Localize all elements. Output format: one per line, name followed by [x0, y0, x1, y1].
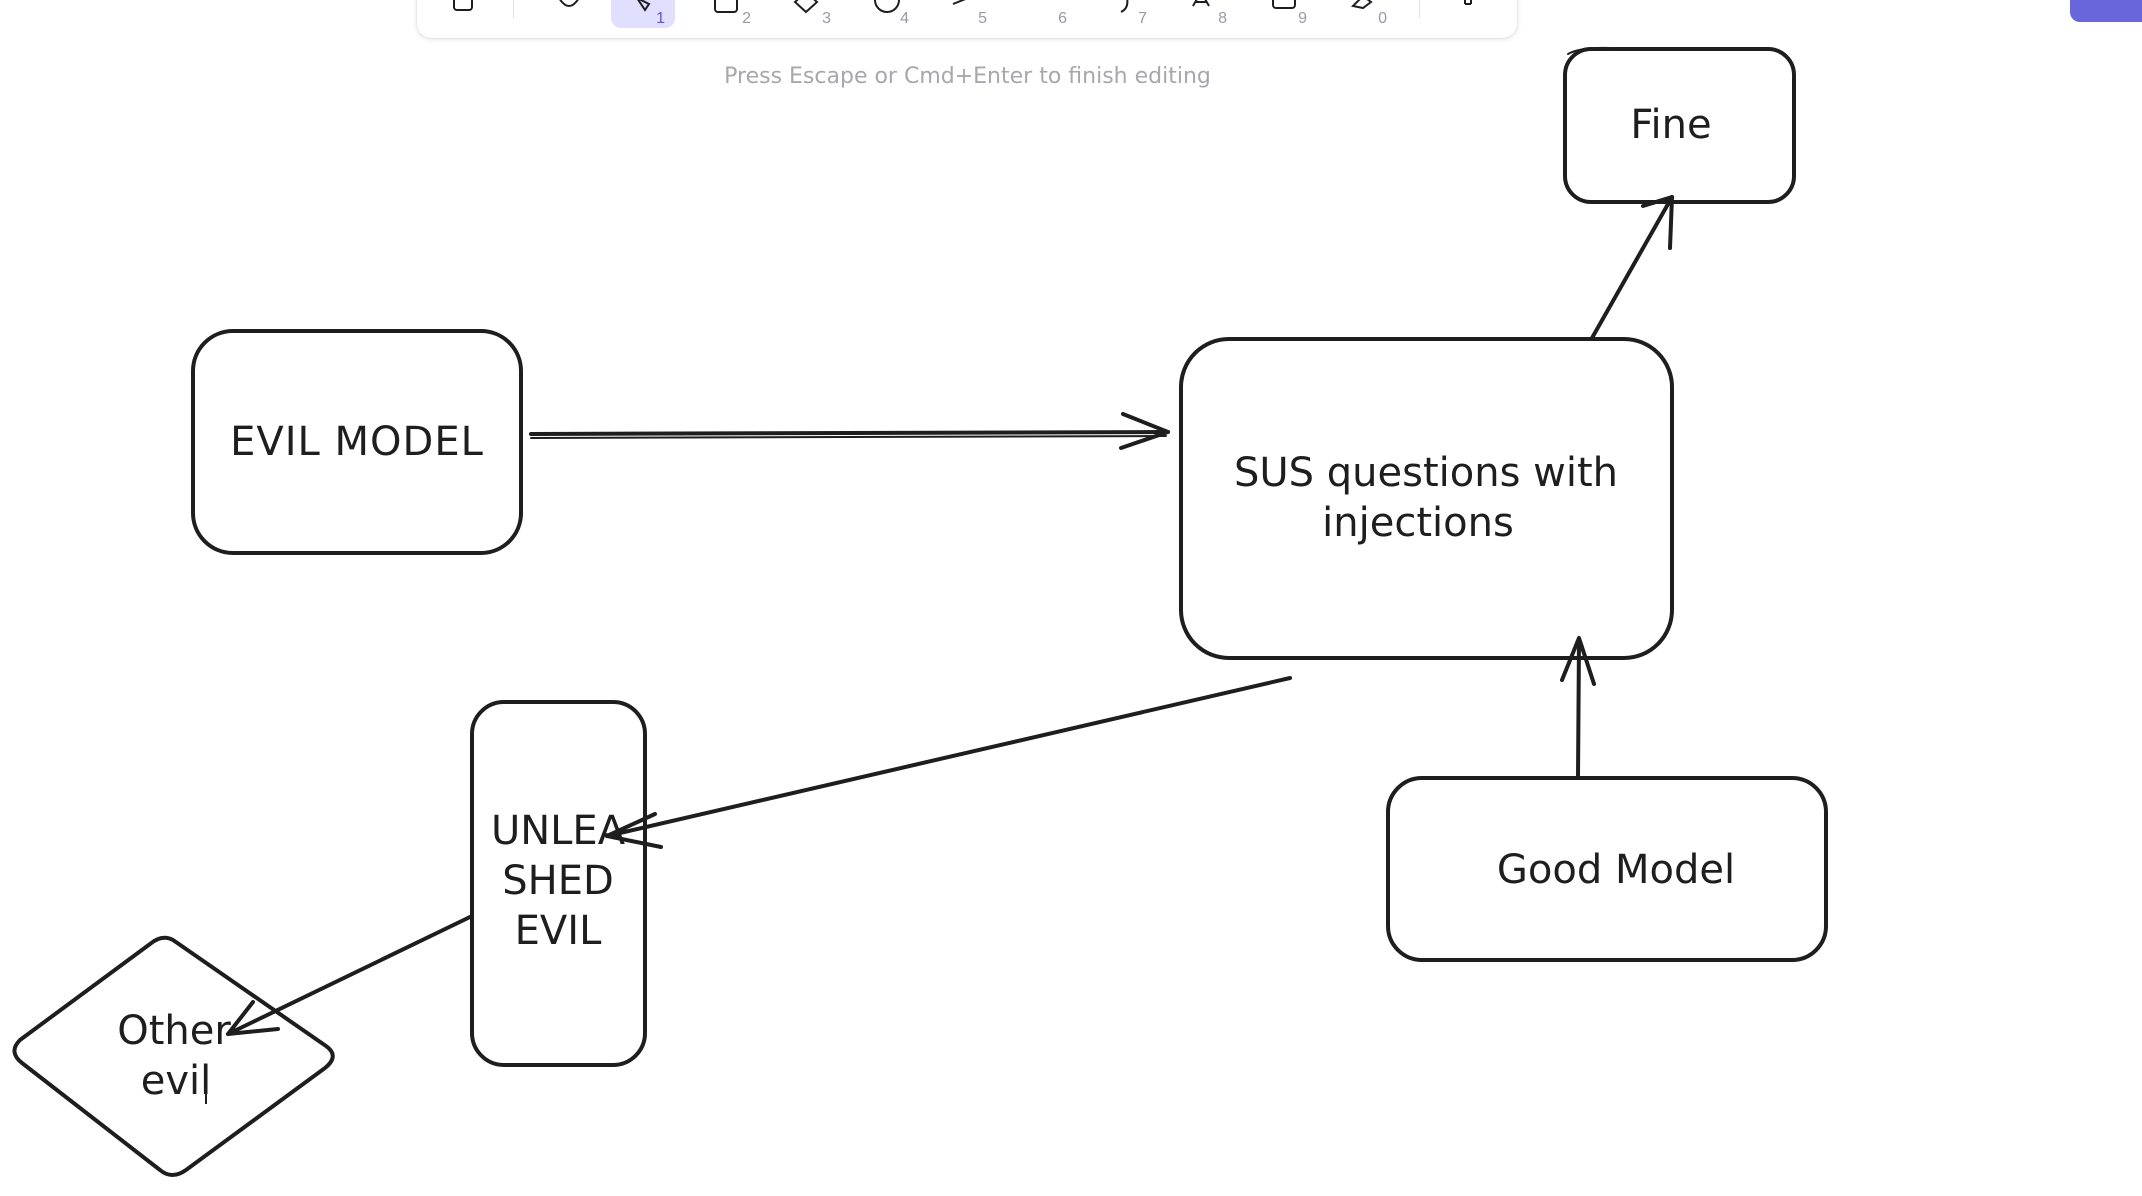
sus-questions-box[interactable]: [1179, 337, 1674, 660]
selection-tool-button[interactable]: 1: [611, 0, 675, 28]
other-evil-label-line2[interactable]: evil: [141, 1058, 212, 1104]
image-tool-button[interactable]: 9: [1253, 0, 1317, 28]
toolbar-divider: [1419, 0, 1420, 18]
lock-icon: [453, 0, 473, 11]
arrow-sus-to-fine[interactable]: [1590, 195, 1674, 340]
pointer-icon: [637, 0, 651, 12]
image-icon: [1272, 0, 1296, 9]
good-model-box[interactable]: [1386, 776, 1828, 962]
good-model-label: Good Model: [1497, 847, 1735, 893]
diamond-icon: [793, 0, 819, 14]
ellipse-tool-button[interactable]: 4: [855, 0, 919, 28]
tool-shortcut-key: 6: [1058, 10, 1067, 27]
rectangle-tool-button[interactable]: 2: [697, 0, 761, 28]
tool-shortcut-key: 4: [900, 10, 909, 27]
text-tool-button[interactable]: 8: [1173, 0, 1237, 28]
tool-shortcut-key: 0: [1378, 10, 1387, 27]
tool-shortcut-key: 9: [1298, 10, 1307, 27]
toolbar-divider: [513, 0, 514, 18]
pencil-icon: [1120, 0, 1129, 13]
other-evil-label-line1[interactable]: Other: [117, 1008, 231, 1054]
sus-questions-label-line1: SUS questions with: [1234, 450, 1618, 496]
tool-shortcut-key: 7: [1138, 10, 1147, 27]
other-evil-diamond[interactable]: [12, 935, 335, 1177]
eraser-tool-button[interactable]: 0: [1333, 0, 1397, 28]
tool-shortcut-key: 3: [822, 10, 831, 27]
unleashed-evil-box[interactable]: [470, 700, 647, 1067]
rectangle-icon: [714, 0, 738, 13]
draw-tool-button[interactable]: 7: [1093, 0, 1157, 28]
tool-shortcut-key: 8: [1218, 10, 1227, 27]
eraser-icon: [1350, 0, 1373, 10]
unleashed-evil-label-line1: UNLEA: [491, 808, 626, 854]
toolbar: 1 2 3 4 5 6 7: [417, 0, 1517, 38]
arrow-sus-to-unleashed[interactable]: [605, 676, 1292, 849]
fine-label: Fine: [1630, 102, 1711, 148]
unleashed-evil-label-line2: SHED: [502, 858, 614, 904]
evil-model-box[interactable]: [191, 329, 523, 555]
hand-tool-button[interactable]: [537, 0, 601, 28]
shapes-library-icon: [1464, 0, 1472, 5]
ellipse-icon: [874, 0, 900, 13]
sus-questions-label-line2: injections: [1322, 500, 1514, 546]
hand-icon: [559, 0, 579, 7]
line-tool-button[interactable]: 6: [1013, 0, 1077, 28]
tool-shortcut-key: 1: [656, 10, 665, 27]
editing-hint: Press Escape or Cmd+Enter to finish edit…: [724, 64, 1211, 89]
fine-box[interactable]: [1563, 46, 1796, 204]
diamond-tool-button[interactable]: 3: [777, 0, 841, 28]
unleashed-evil-label-line3: EVIL: [515, 908, 602, 954]
tool-shortcut-key: 2: [742, 10, 751, 27]
more-tools-button[interactable]: [1441, 0, 1505, 28]
arrow-tool-button[interactable]: 5: [933, 0, 997, 28]
arrow-icon: [952, 0, 966, 5]
lock-tool-button[interactable]: [431, 0, 495, 28]
arrow-good-to-sus[interactable]: [1560, 636, 1596, 779]
evil-model-label: EVIL MODEL: [230, 419, 484, 465]
arrow-unleashed-to-other[interactable]: [226, 915, 472, 1036]
arrow-evil-to-sus[interactable]: [529, 412, 1170, 450]
text-icon: [1192, 0, 1210, 7]
tool-shortcut-key: 5: [978, 10, 987, 27]
share-button[interactable]: [2070, 0, 2142, 22]
